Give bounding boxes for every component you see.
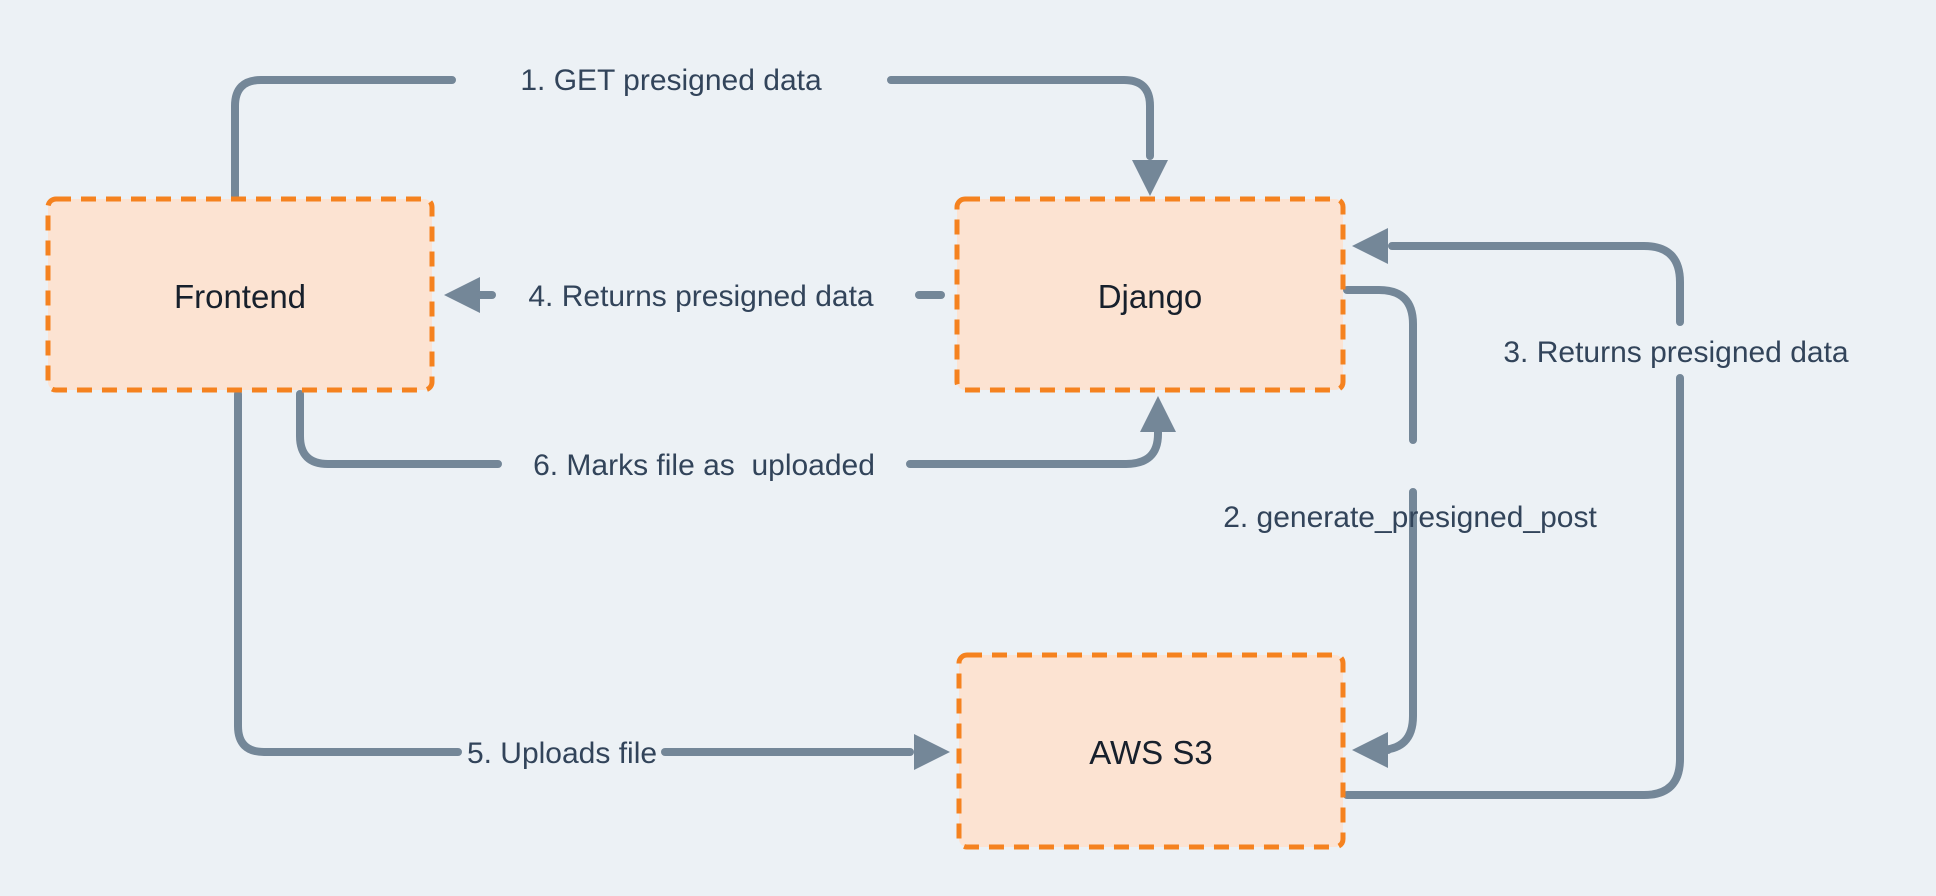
edge-3-arrowhead-left-icon (1352, 228, 1388, 264)
edge-3-label: 3. Returns presigned data (1503, 336, 1849, 369)
edge-1-label: 1. GET presigned data (520, 64, 822, 97)
edge-1-path-left (231, 76, 456, 201)
edge-1-path-right (887, 76, 1154, 160)
edge-5-label: 5. Uploads file (467, 737, 657, 770)
edge-2-label: 2. generate_presigned_post (1223, 501, 1597, 534)
node-frontend-box (45, 196, 435, 393)
node-aws-s3-label: AWS S3 (1089, 734, 1212, 771)
node-aws-s3-box (956, 652, 1346, 850)
edge-6-path-right (906, 428, 1162, 468)
edge-5-path-left (234, 390, 462, 756)
node-frontend-label: Frontend (174, 278, 306, 315)
edge-4-arrowhead-left-icon (444, 277, 480, 313)
edge-6-arrowhead-up-icon (1140, 396, 1176, 432)
edge-1-arrowhead-down-icon (1132, 160, 1168, 196)
edge-2-path-top (1343, 286, 1417, 444)
node-django-label: Django (1098, 278, 1203, 315)
edge-6-label: 6. Marks file as uploaded (533, 449, 875, 482)
edge-2-arrowhead-left-icon (1352, 732, 1388, 768)
node-django-box (954, 196, 1346, 393)
edge-3-path-bottom (1343, 374, 1684, 799)
edge-5-arrowhead-right-icon (914, 734, 950, 770)
edge-3-path-top (1388, 242, 1684, 326)
edge-4-label: 4. Returns presigned data (528, 280, 874, 313)
edge-6-path-left (296, 390, 502, 468)
